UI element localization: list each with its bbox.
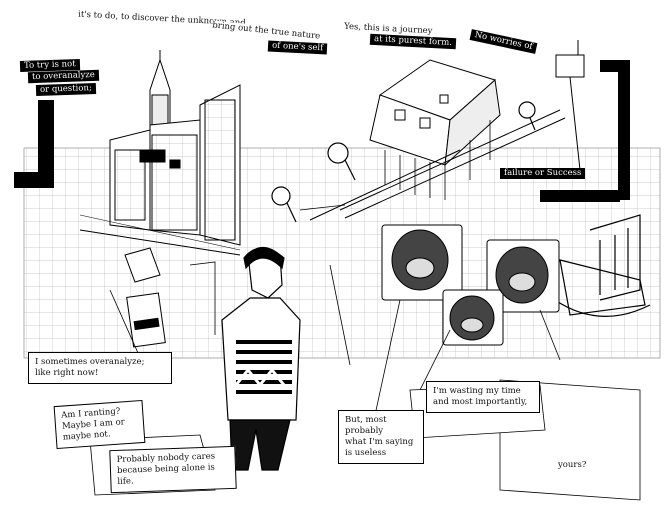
boardwalk <box>309 109 566 221</box>
skyscraper <box>149 50 171 136</box>
vehicles <box>124 247 166 348</box>
textbox-wasting-time: I'm wasting my time and most importantly… <box>426 381 540 413</box>
textbox-useless: But, most probably what I'm saying is us… <box>338 410 424 464</box>
caption-failure-success: failure or Success <box>500 168 586 179</box>
mailbox <box>555 40 585 171</box>
textbox-overanalyze: I sometimes overanalyze; like right now! <box>28 352 172 384</box>
person-figure <box>221 246 301 471</box>
rocking-chair <box>554 214 651 317</box>
black-frame-bars <box>14 60 630 202</box>
chimp-panels <box>381 224 560 346</box>
stilt-house <box>369 59 501 200</box>
caption-question: or question; <box>35 82 96 97</box>
city-buildings <box>79 84 241 256</box>
textbox-nobody-cares: Probably nobody cares because being alon… <box>109 445 237 494</box>
textbox-ranting: Am I ranting? Maybe I am or maybe not. <box>53 399 146 450</box>
caption-yours: yours? <box>558 460 587 470</box>
magnifier-icons <box>271 101 536 223</box>
